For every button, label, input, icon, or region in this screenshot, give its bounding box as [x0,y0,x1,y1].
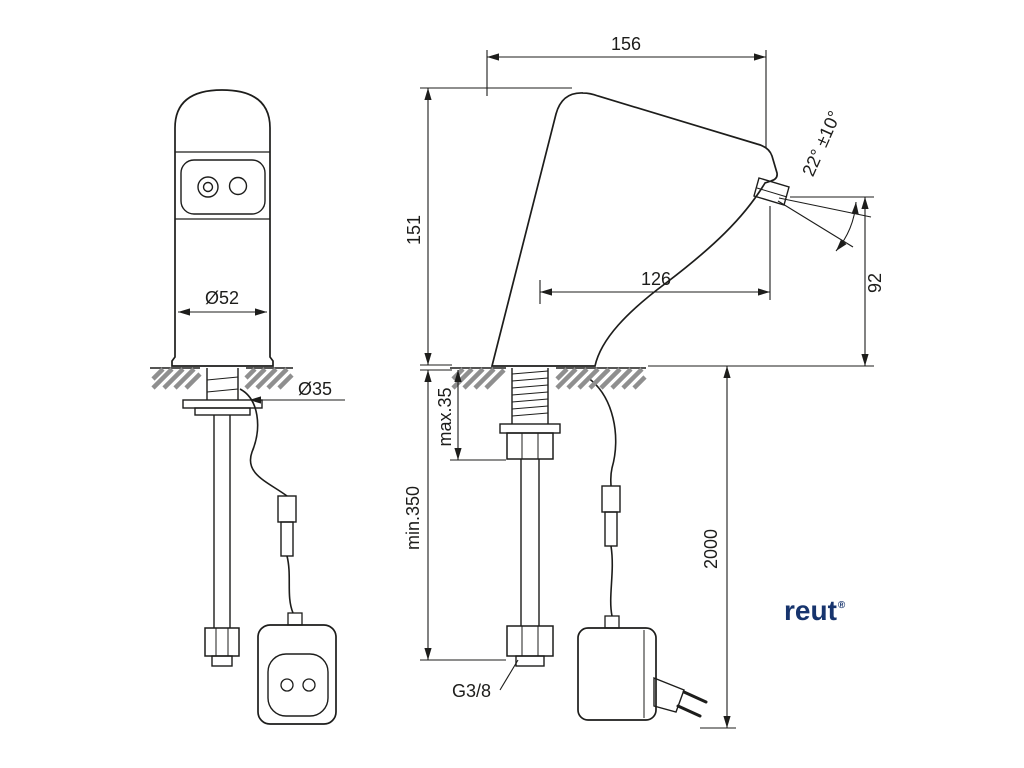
dimension-label-2000: 2000 [701,529,721,569]
power-plug-neck [653,676,685,713]
dimension-cable-length: 2000 [700,366,736,729]
dimension-spout-angle: 22° ±10° [777,108,872,252]
deck-hatch-side-left [451,367,506,390]
side-mounting-nut [506,432,554,460]
side-supply-hose [520,459,540,626]
plug-pin-hole-left-icon [280,678,294,692]
front-hose-stub [211,655,233,667]
side-cable-connector-top [601,485,621,513]
sensor-led-icon [197,176,219,198]
dimension-label-126: 126 [641,269,671,289]
side-hose-stub [515,655,545,667]
front-body-outline [171,89,274,367]
side-cable-upper [586,376,617,487]
side-view [490,92,790,721]
dimension-label-d35: Ø35 [298,379,332,399]
extension-lines [420,87,572,366]
dimension-mounting-hole: Ø35 [249,379,345,404]
power-plug-pins [676,690,708,718]
brand-logo: reut® [784,595,846,626]
front-cable-lower [286,555,294,614]
dimension-label-max35: max.35 [435,387,455,446]
aerator-seam [756,187,788,198]
side-mounting-washer [499,423,561,434]
extension-lines [648,196,874,367]
side-body-outline [490,92,778,367]
front-hose-nut [204,627,240,657]
dimension-overall-depth: 156 [486,34,767,148]
front-supply-pipe [213,415,231,628]
deck-hatch-front-right [244,367,294,390]
brand-logo-text: reut [784,595,837,626]
dimension-supply-thread: G3/8 [452,659,519,701]
side-cable-lower [609,545,614,617]
side-mounting-nut-facets [521,433,539,459]
side-cable-connector-bottom [604,511,618,547]
sensor-window-icon [228,176,248,196]
extension-lines [420,369,506,661]
front-mounting-nut [194,407,251,416]
plug-pin-hole-right-icon [302,678,316,692]
side-hose-nut [506,625,554,657]
dimensions: 156 151 126 92 22° ±10° Ø52 [178,34,885,729]
side-shaft-edges [511,368,549,424]
power-adapter-front-strain-relief [287,612,303,626]
sensor-panel [180,159,266,215]
dimension-deck-thickness: max.35 [435,370,506,461]
dimension-hose-length: min.350 [403,369,506,661]
front-shaft [206,368,239,400]
angle-rays [777,197,872,248]
dimension-label-d52: Ø52 [205,288,239,308]
dimension-label-151: 151 [404,215,424,245]
power-adapter-front-plug-face [267,653,329,717]
brand-logo-mark: ® [837,599,846,611]
dimension-body-height: 151 [404,87,572,366]
front-cable-upper [239,388,288,497]
dimension-label-min350: min.350 [403,486,423,550]
dimension-label-92: 92 [865,273,885,293]
deck-hatch-front-left [151,367,202,390]
dimension-label-156: 156 [611,34,641,54]
side-shaft-threads [511,370,549,417]
sensor-led-inner-icon [202,181,214,193]
dimension-body-diameter: Ø52 [178,288,267,316]
front-shaft-threads [206,376,239,393]
dimension-label-g38: G3/8 [452,681,491,701]
front-hose-nut-facets [215,628,229,656]
dimension-outlet-height: 92 [648,196,885,367]
front-view [171,89,337,725]
counter-deck [150,367,647,390]
leader-line [499,659,519,691]
power-adapter-side-strain-relief [604,615,620,629]
front-mounting-washer [182,399,263,409]
front-cable-connector-bottom [280,521,294,557]
side-hose-nut-facets [521,626,539,656]
front-cable-connector-top [277,495,297,523]
angle-arc [835,201,859,252]
deck-hatch-side-right [555,367,647,390]
dimension-label-angle: 22° ±10° [798,108,844,179]
dimension-spout-reach: 126 [539,206,771,304]
